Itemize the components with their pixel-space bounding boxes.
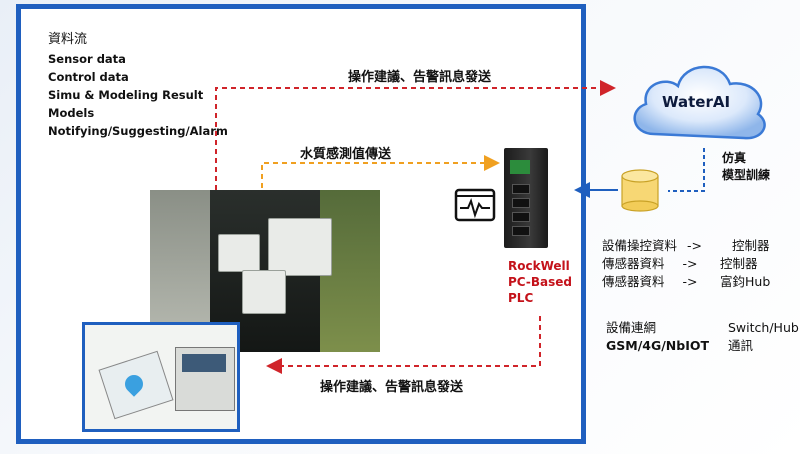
bottom-arrow-label: 操作建議、告警訊息發送 xyxy=(320,380,464,395)
plc-port xyxy=(512,184,530,194)
database-icon xyxy=(621,169,659,212)
plc-port xyxy=(512,212,530,222)
top-arrow-label: 操作建議、告警訊息發送 xyxy=(348,70,492,85)
plc-label: RockWell PC-Based PLC xyxy=(508,258,572,306)
device-info-target: 富鈞Hub xyxy=(720,274,771,289)
data-flow-item: Control data xyxy=(48,70,129,84)
bottom-red-arrow xyxy=(266,316,541,374)
device-info-row: 傳感器資料 -> 控制器 xyxy=(602,256,758,272)
middle-arrow-label: 水質感測值傳送 xyxy=(300,147,392,162)
plc-label-line: PC-Based xyxy=(508,275,572,289)
device-info-source: 傳感器資料 xyxy=(602,274,665,289)
plc-display xyxy=(510,160,530,174)
top-red-arrow xyxy=(215,80,616,190)
data-flow-item: Sensor data xyxy=(48,52,126,66)
device-info-arrow: -> xyxy=(687,238,702,253)
device-info-row: 設備操控資料 -> 控制器 xyxy=(602,238,770,254)
device-info-arrow: -> xyxy=(682,274,698,289)
sensor-box xyxy=(268,218,332,276)
data-flow-item: Notifying/Suggesting/Alarm xyxy=(48,124,228,138)
cloud-label: WaterAI xyxy=(662,93,731,111)
device-info-arrow: -> xyxy=(682,256,698,271)
plc-port xyxy=(512,198,530,208)
plc-port xyxy=(512,226,530,236)
simulation-label: 仿真 模型訓練 xyxy=(722,150,770,184)
sensor-box xyxy=(242,270,286,314)
network-label: 設備連網 xyxy=(606,320,657,335)
cloud-to-db-arrow xyxy=(668,148,705,192)
device-info-source: 傳感器資料 xyxy=(602,256,665,271)
device-info-target: 控制器 xyxy=(720,256,758,271)
cloud-icon xyxy=(633,65,766,140)
controller-panel xyxy=(175,347,235,411)
orange-arrow xyxy=(261,155,500,188)
network-comm-label: 通訊 xyxy=(728,338,754,353)
network-protocols: GSM/4G/NbIOT xyxy=(606,338,710,353)
monitor-waveform-icon xyxy=(454,188,496,222)
simulation-line: 仿真 xyxy=(722,151,747,165)
data-flow-title: 資料流 xyxy=(48,32,88,47)
network-switch-label: Switch/Hub xyxy=(728,320,799,335)
plc-label-line: RockWell xyxy=(508,259,570,273)
plc-label-line: PLC xyxy=(508,291,534,305)
data-flow-item: Simu & Modeling Result xyxy=(48,88,204,102)
controller-screen xyxy=(182,354,226,372)
plc-device xyxy=(504,148,548,248)
data-flow-list: Sensor data Control data Simu & Modeling… xyxy=(48,50,228,140)
device-info-target: 控制器 xyxy=(732,238,770,253)
sensor-box xyxy=(218,234,260,272)
device-info-row: 傳感器資料 -> 富鈞Hub xyxy=(602,274,770,290)
device-info-source: 設備操控資料 xyxy=(602,238,678,253)
controller-inset-photo xyxy=(82,322,240,432)
data-flow-item: Models xyxy=(48,106,95,120)
simulation-line: 模型訓練 xyxy=(722,168,771,182)
